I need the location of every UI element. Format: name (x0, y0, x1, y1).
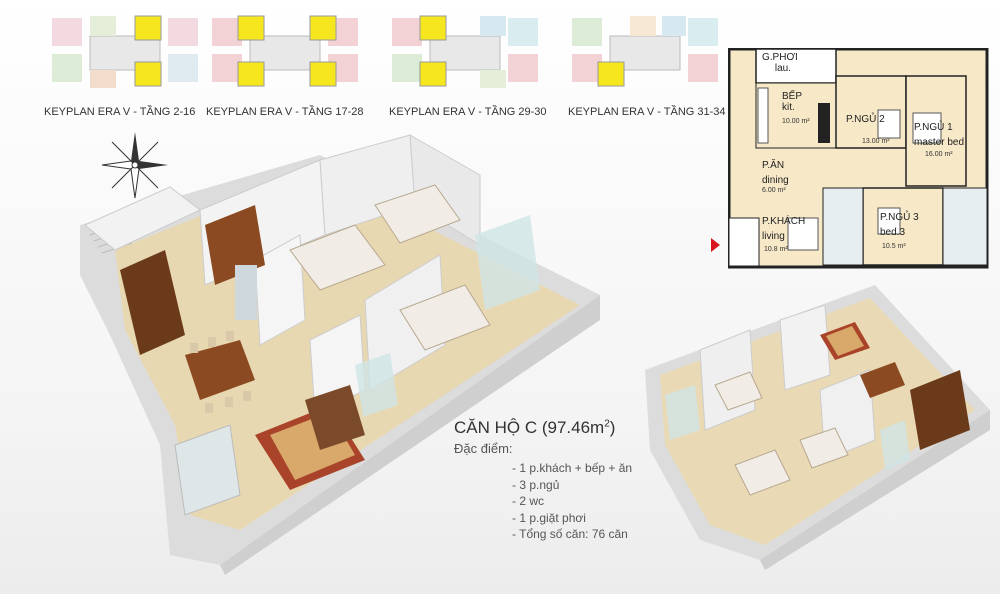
room-area-bedroom-3: 10.5 m² (882, 243, 906, 250)
feature-item: - 2 wc (512, 494, 545, 508)
keyplan-label-3: KEYPLAN ERA V - TẦNG 29-30 (389, 106, 547, 118)
keyplan-1-drawing (52, 15, 198, 88)
apartment-title-sup: 2 (604, 418, 610, 430)
room-name: P.ĂN (762, 160, 785, 171)
room-sub: kit. (782, 102, 795, 113)
room-sub: master bed (914, 137, 965, 148)
room-sub: bed.3 (880, 227, 906, 238)
keyplan-label-1: KEYPLAN ERA V - TẦNG 2-16 (44, 106, 196, 118)
keyplan-thumbnail-2 (210, 10, 360, 95)
room-area-dining: 6.00 m² (762, 187, 786, 194)
feature-item: - 1 p.khách + bếp + ăn (512, 461, 633, 475)
keyplan-4-drawing (572, 16, 718, 87)
apartment-title: CĂN HỘ C (97.46m2) (454, 418, 615, 438)
feature-list: - 1 p.khách + bếp + ăn - 3 p.ngủ - 2 wc … (512, 460, 632, 543)
keyplan-label-2: KEYPLAN ERA V - TẦNG 17-28 (206, 106, 364, 118)
feature-item: - 1 p.giặt phơi (512, 510, 586, 525)
keyplan-thumbnail-3 (390, 10, 540, 95)
room-sub: lau. (774, 63, 791, 74)
entrance-arrow-icon (711, 238, 720, 252)
feature-item: - 3 p.ngủ (512, 477, 560, 492)
room-label-living: P.KHÁCH living (762, 216, 805, 242)
room-name: P.KHÁCH (762, 216, 806, 227)
features-label: Đặc điểm: (454, 441, 513, 456)
room-label-bedroom-1: P.NGỦ 1 master bed (914, 122, 964, 148)
keyplan-thumbnail-4 (570, 10, 720, 95)
room-name: P.NGỦ 1 (914, 122, 953, 133)
room-sub: living (762, 231, 785, 242)
room-name: P.NGỦ 3 (880, 212, 919, 223)
room-label-dining: P.ĂN dining (762, 160, 789, 186)
room-name: P.NGỦ 2 (846, 114, 885, 125)
room-area-bedroom-1: 16.00 m² (925, 151, 953, 158)
room-label-laundry: G.PHƠI lau. (762, 52, 798, 74)
room-area-living: 10.8 m² (764, 246, 788, 253)
room-label-bedroom-2: P.NGỦ 2 (846, 114, 885, 125)
keyplan-label-4: KEYPLAN ERA V - TẦNG 31-34 (568, 106, 726, 118)
compass-icon (101, 132, 168, 199)
room-area-kitchen: 10.00 m² (782, 118, 810, 125)
keyplan-thumbnail-1 (50, 10, 200, 95)
room-name: G.PHƠI (762, 52, 798, 63)
room-name: BẾP (782, 91, 803, 102)
keyplan-2-drawing (212, 15, 358, 87)
apartment-3d-render (80, 134, 600, 575)
keyplan-3-drawing (392, 15, 538, 88)
apartment-3d-render-small (645, 285, 990, 570)
room-sub: dining (762, 175, 789, 186)
floor-plan-2d (728, 48, 989, 269)
room-area-bedroom-2: 13.00 m² (862, 138, 890, 145)
feature-item: - Tổng số căn: 76 căn (512, 527, 628, 541)
room-label-kitchen: BẾP kit. (782, 91, 802, 113)
apartment-title-close: ) (609, 418, 616, 437)
apartment-title-text: CĂN HỘ C (97.46m (454, 418, 605, 437)
room-label-bedroom-3: P.NGỦ 3 bed.3 (880, 212, 919, 238)
